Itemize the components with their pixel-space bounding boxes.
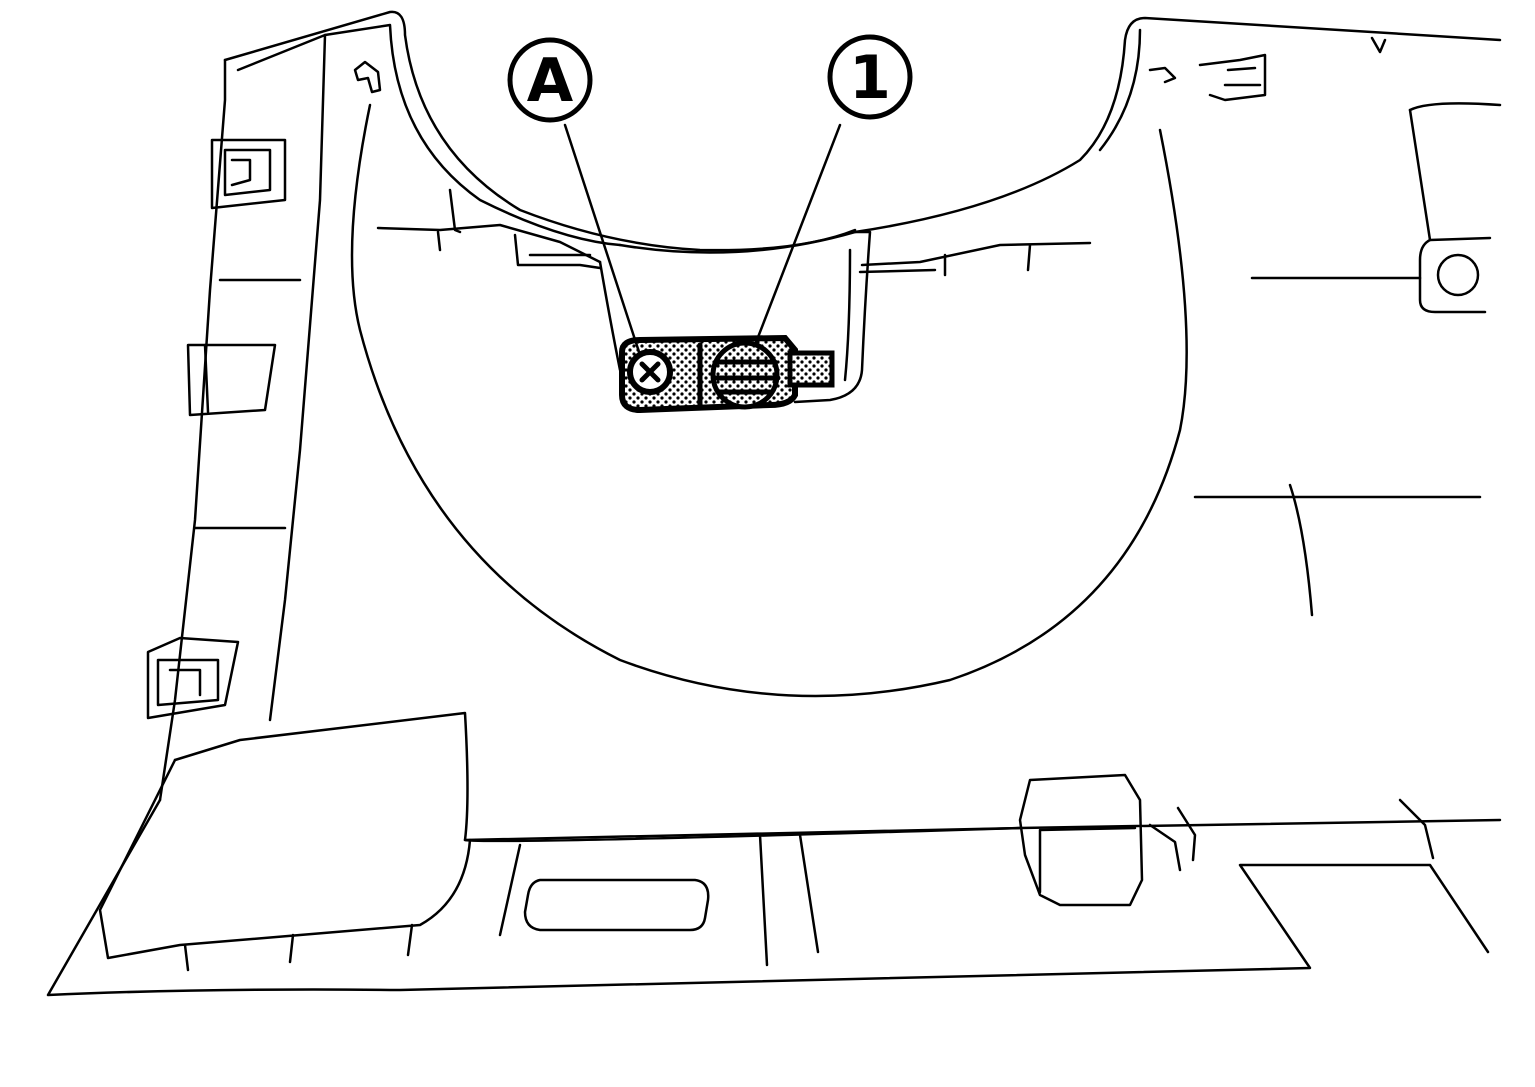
clip-middle bbox=[186, 343, 277, 417]
callout-a-label: A bbox=[527, 46, 574, 116]
screw-a bbox=[627, 349, 673, 395]
upper-crossmember bbox=[376, 188, 1092, 277]
lower-slot-opening bbox=[523, 878, 710, 932]
center-mount bbox=[598, 230, 872, 404]
callout-1-label: 1 bbox=[849, 43, 891, 113]
lower-connector-box bbox=[1018, 773, 1144, 907]
left-side-panel bbox=[146, 10, 857, 802]
clip-lower bbox=[146, 636, 240, 720]
callout-1: 1 bbox=[827, 34, 913, 120]
leader-a bbox=[563, 123, 642, 357]
lower-panel bbox=[46, 711, 1502, 997]
clip-upper bbox=[210, 138, 287, 210]
right-upper-panel bbox=[853, 16, 1502, 617]
leader-1 bbox=[753, 123, 842, 347]
callout-a: A bbox=[507, 37, 593, 123]
hook-left bbox=[353, 60, 382, 94]
steering-column-opening bbox=[350, 103, 1188, 698]
